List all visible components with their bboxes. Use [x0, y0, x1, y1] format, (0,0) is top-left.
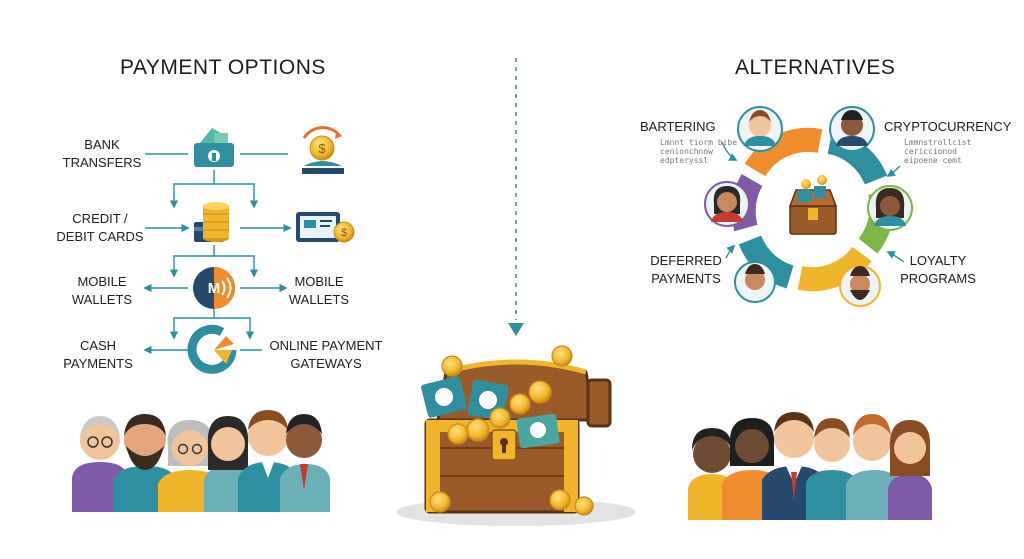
- gateway-icon: [187, 324, 237, 374]
- bank-transfer-icon: [194, 128, 234, 167]
- avatar: [734, 261, 776, 303]
- wallet-glyph: M: [207, 280, 221, 297]
- avatar: [829, 106, 875, 152]
- ring-avatars: [704, 106, 913, 307]
- alt-label-deferred-payments: DEFERRED PAYMENTS: [650, 253, 722, 286]
- option-label-cash-payments: CASH PAYMENTS: [63, 338, 133, 371]
- option-label-mobile-wallets: MOBILE WALLETS: [71, 274, 133, 307]
- avatar: [839, 265, 881, 307]
- right-title: ALTERNATIVES: [735, 56, 896, 79]
- payment-screen-icon: $: [296, 212, 355, 243]
- coin-hand-icon: $: [302, 126, 344, 174]
- svg-text:$: $: [341, 227, 347, 239]
- treasure-chest-illustration: [396, 345, 636, 526]
- alt-label-cryptocurrency: CRYPTOCURRENCY: [884, 119, 1012, 134]
- alt-note-bartering: Lmnnt tiorm bibe cenionchnow edpteryssl: [660, 138, 738, 165]
- alt-note-cryptocurrency: Lmmnstrollcist cericcionod eipoene cemt: [904, 138, 972, 165]
- option-label-bank-transfers: BANK TRANSFERS: [62, 137, 142, 170]
- avatar: [867, 185, 913, 231]
- people-group-right: [688, 412, 932, 520]
- option-label-credit-debit-cards: CREDIT / DEBIT CARDS: [56, 211, 144, 244]
- flow-arrows: [143, 153, 292, 355]
- avatar: [704, 181, 750, 227]
- option-label-online-payment-gateways: ONLINE PAYMENT GATEWAYS: [269, 338, 383, 371]
- mini-chest-icon: [788, 175, 838, 235]
- mobile-wallet-icon: [193, 267, 235, 309]
- avatar: [737, 106, 783, 152]
- divider-arrowhead: [508, 323, 524, 336]
- option-label-mobile-wallets-right: MOBILE WALLETS: [288, 274, 350, 307]
- alternatives-arrows: [721, 141, 905, 263]
- left-title: PAYMENT OPTIONS: [120, 56, 326, 79]
- card-coins-icon: [194, 202, 229, 242]
- alt-label-loyalty-programs: LOYALTY PROGRAMS: [900, 253, 976, 286]
- alt-label-bartering: BARTERING: [640, 119, 716, 134]
- people-group-left: [72, 410, 330, 512]
- svg-text:$: $: [318, 141, 326, 156]
